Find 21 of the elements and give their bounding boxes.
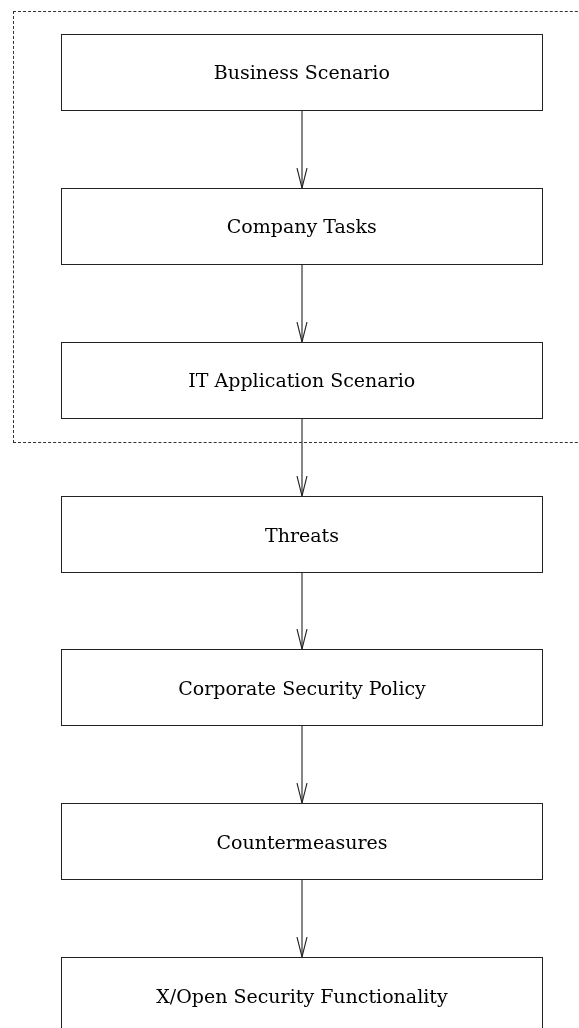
arrow: [296, 418, 308, 497]
process-box: [60, 341, 543, 419]
box-label: X/Open Security Functionality: [156, 984, 448, 1007]
box-label: Countermeasures: [216, 830, 388, 853]
process-box: [61, 496, 543, 573]
process-box: [61, 803, 543, 880]
process-box: [60, 33, 543, 111]
arrow: [296, 725, 308, 804]
box-label: Business Scenario: [213, 61, 390, 84]
box-label: Company Tasks: [226, 215, 377, 238]
arrow: [296, 110, 308, 189]
arrow: [296, 879, 308, 958]
dashed-group-box: [13, 11, 579, 443]
process-box: [60, 187, 543, 265]
box-label: IT Application Scenario: [188, 369, 416, 392]
box-label: Corporate Security Policy: [178, 676, 426, 699]
process-box: [61, 649, 543, 726]
box-label: Threats: [265, 523, 339, 546]
arrow: [296, 264, 308, 343]
process-box: [61, 957, 543, 1028]
arrow: [296, 572, 308, 650]
